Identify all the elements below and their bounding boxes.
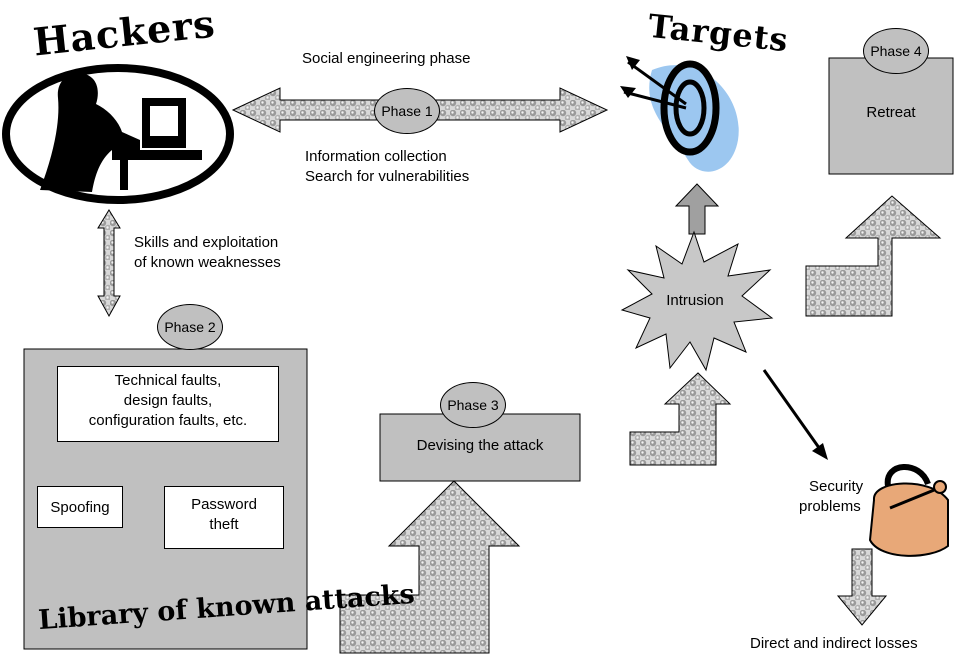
bent-arrow-phase3	[339, 480, 521, 654]
spoofing-box: Spoofing	[37, 486, 123, 528]
skills-label-line1: Skills and exploitation	[134, 234, 279, 251]
password-line1: Password	[191, 496, 257, 513]
bent-arrow-retreat	[805, 195, 942, 317]
skills-double-arrow	[97, 209, 121, 318]
down-arrow-to-losses	[836, 548, 888, 626]
retreat-label: Retreat	[866, 104, 916, 121]
spoofing-label: Spoofing	[50, 498, 110, 516]
devising-label: Devising the attack	[416, 437, 544, 454]
hacker-at-computer-icon	[2, 64, 234, 204]
faults-line3: configuration faults, etc.	[88, 412, 248, 429]
target-with-darts-icon	[620, 56, 739, 172]
security-label-line1: Security	[809, 478, 864, 495]
phase2-badge: Phase 2	[157, 304, 223, 350]
social-engineering-label: Social engineering phase	[302, 50, 471, 67]
padlock-key-icon	[868, 464, 949, 557]
faults-line1: Technical faults,	[114, 372, 222, 389]
faults-line2: design faults,	[123, 392, 213, 409]
password-line2: theft	[209, 516, 239, 533]
intrusion-starburst	[620, 230, 774, 372]
search-vulnerabilities-label: Search for vulnerabilities	[305, 168, 470, 185]
security-label-line2: problems	[799, 498, 861, 515]
losses-label: Direct and indirect losses	[750, 635, 918, 652]
up-arrow-to-target	[674, 183, 720, 235]
password-theft-box: Password theft	[164, 486, 284, 549]
arrow-to-security-problems	[762, 369, 824, 453]
intrusion-label: Intrusion	[666, 292, 724, 309]
bent-arrow-intrusion	[629, 372, 732, 466]
skills-label-line2: of known weaknesses	[134, 254, 281, 271]
phase1-badge: Phase 1	[374, 88, 440, 134]
information-collection-label: Information collection	[305, 148, 447, 165]
faults-box: Technical faults, design faults, configu…	[57, 366, 279, 442]
phase3-badge: Phase 3	[440, 382, 506, 428]
phase4-badge: Phase 4	[863, 28, 929, 74]
